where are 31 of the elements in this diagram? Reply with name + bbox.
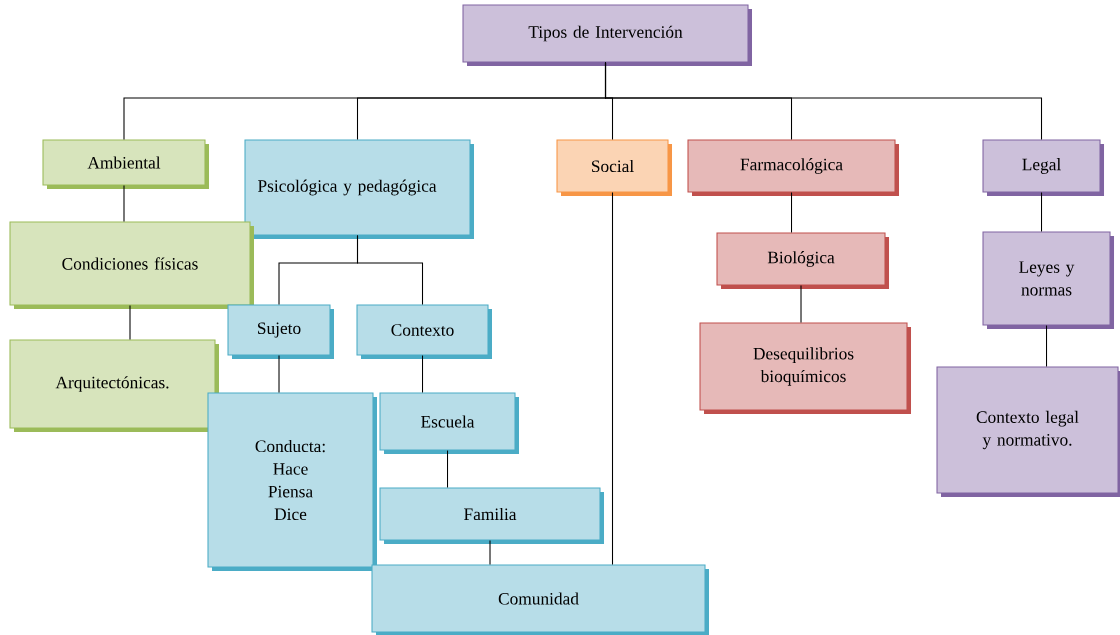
process-box: Farmacológica [687,139,899,196]
process-box: Tipos de Intervención [462,4,752,66]
process-box: Conducta: Hace Piensa Dice [207,392,377,571]
connector-line [129,305,131,340]
connector-line [800,285,802,323]
connector-line [489,540,491,565]
process-box: Legal [982,139,1104,196]
connector-line [790,192,793,233]
process-box: Psicológica y pedagógica [244,139,474,239]
process-box: Contexto legal y normativo. [936,366,1120,497]
process-box: Sujeto [227,304,334,359]
process-box: Biológica [716,232,889,289]
connector-line [421,355,424,393]
process-box: Desequilibrios bioquímicos [699,322,911,414]
process-box: Leyes y normas [982,231,1114,329]
process-box: Familia [379,487,604,544]
process-box: Condiciones físicas [9,221,254,309]
connector-line [611,192,614,565]
process-box: Escuela [379,392,519,454]
connector-line [123,185,125,222]
connector-line [278,355,280,393]
connector-line [1040,192,1043,232]
process-box: Social [556,139,672,196]
process-box: Ambiental [42,139,209,189]
process-box: Contexto [356,304,492,359]
connector-line [356,235,424,305]
connector-line [604,62,1043,140]
connector-line [446,450,449,488]
process-box: Comunidad [371,564,709,635]
process-box: Arquitectónicas. [9,339,219,432]
connector-line [1046,325,1048,367]
